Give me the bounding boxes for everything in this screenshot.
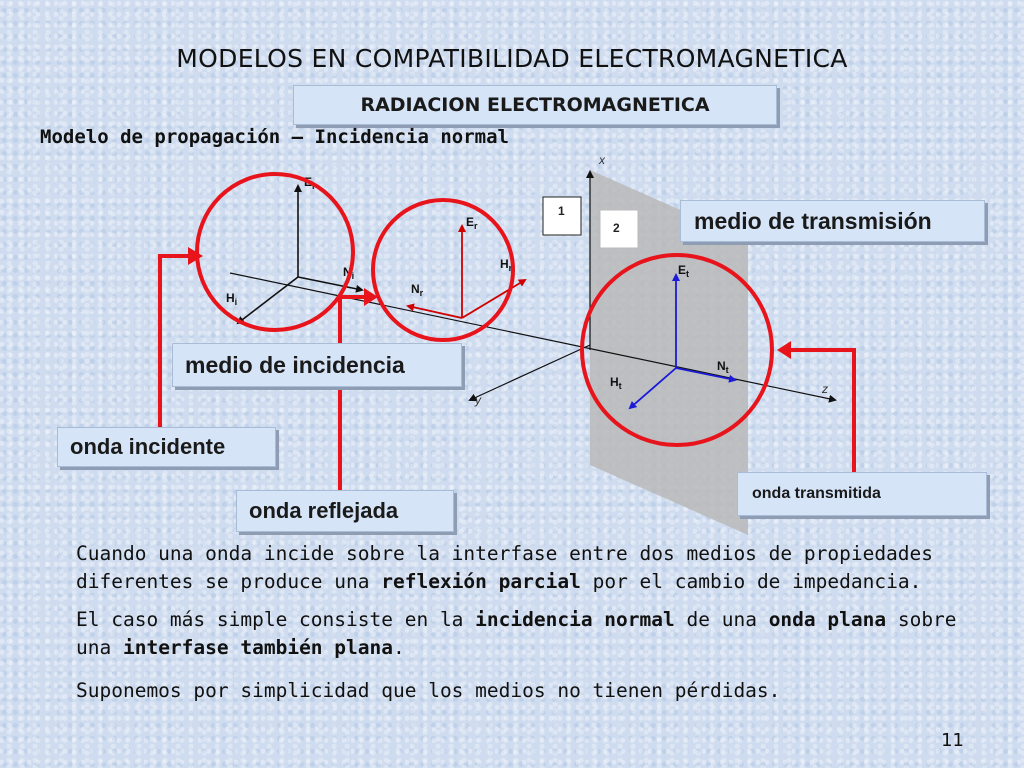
nr-label: Nr (411, 282, 424, 298)
y-axis-label: y (474, 393, 482, 407)
medium-1-label: 1 (558, 204, 565, 218)
nt-vector (675, 367, 737, 383)
transmission-medium-label: medio de transmisión (680, 200, 985, 242)
y-axis (468, 344, 591, 402)
paragraph-2: El caso más simple consiste en la incide… (76, 608, 957, 659)
incident-callout-arrowhead (188, 247, 203, 265)
transmitted-callout-arrowhead (777, 341, 791, 359)
medium-2-box (599, 209, 639, 249)
nr-vector (406, 303, 463, 319)
section-title: Modelo de propagación – Incidencia norma… (40, 126, 509, 148)
ni-vector (297, 276, 364, 293)
ht-label: Ht (610, 375, 622, 391)
reflected-wave-label: onda reflejada (236, 490, 454, 532)
page-number: 11 (941, 730, 964, 751)
x-axis-label: x (598, 153, 606, 167)
hi-label: Hi (226, 291, 237, 307)
medium-1-box (542, 196, 582, 236)
z-axis-label: z (821, 382, 828, 396)
hr-vector (461, 278, 527, 319)
nt-label: Nt (717, 359, 729, 375)
subtitle-box: RADIACION ELECTROMAGNETICA (293, 85, 777, 125)
er-label: Er (466, 215, 478, 231)
incidence-medium-label: medio de incidencia (172, 343, 462, 387)
hi-vector (236, 276, 299, 325)
transmitted-callout-line (784, 348, 856, 473)
reflected-wave-circle (371, 198, 515, 342)
reflected-callout-line (338, 295, 372, 490)
ni-label: Ni (343, 265, 354, 281)
paragraph-1: Cuando una onda incide sobre la interfas… (76, 542, 934, 593)
transmitted-wave-label: onda transmitida (737, 472, 987, 516)
paragraph-3: Suponemos por simplicidad que los medios… (76, 679, 781, 702)
incident-wave-circle (195, 172, 355, 332)
transmitted-wave-circle (580, 253, 774, 447)
incident-callout-line (158, 254, 197, 428)
medium-2-label: 2 (613, 221, 620, 235)
ht-vector (628, 367, 677, 410)
et-label: Et (678, 263, 689, 279)
reflected-callout-arrowhead (364, 288, 378, 306)
slide-title: MODELOS EN COMPATIBILIDAD ELECTROMAGNETI… (176, 44, 848, 73)
hr-label: Hr (500, 257, 513, 273)
incident-wave-label: onda incidente (57, 427, 276, 467)
